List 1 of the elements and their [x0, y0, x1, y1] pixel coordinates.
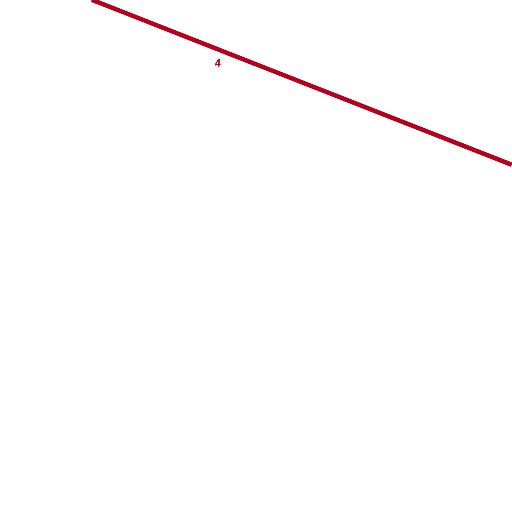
route-number: 4: [214, 58, 222, 70]
